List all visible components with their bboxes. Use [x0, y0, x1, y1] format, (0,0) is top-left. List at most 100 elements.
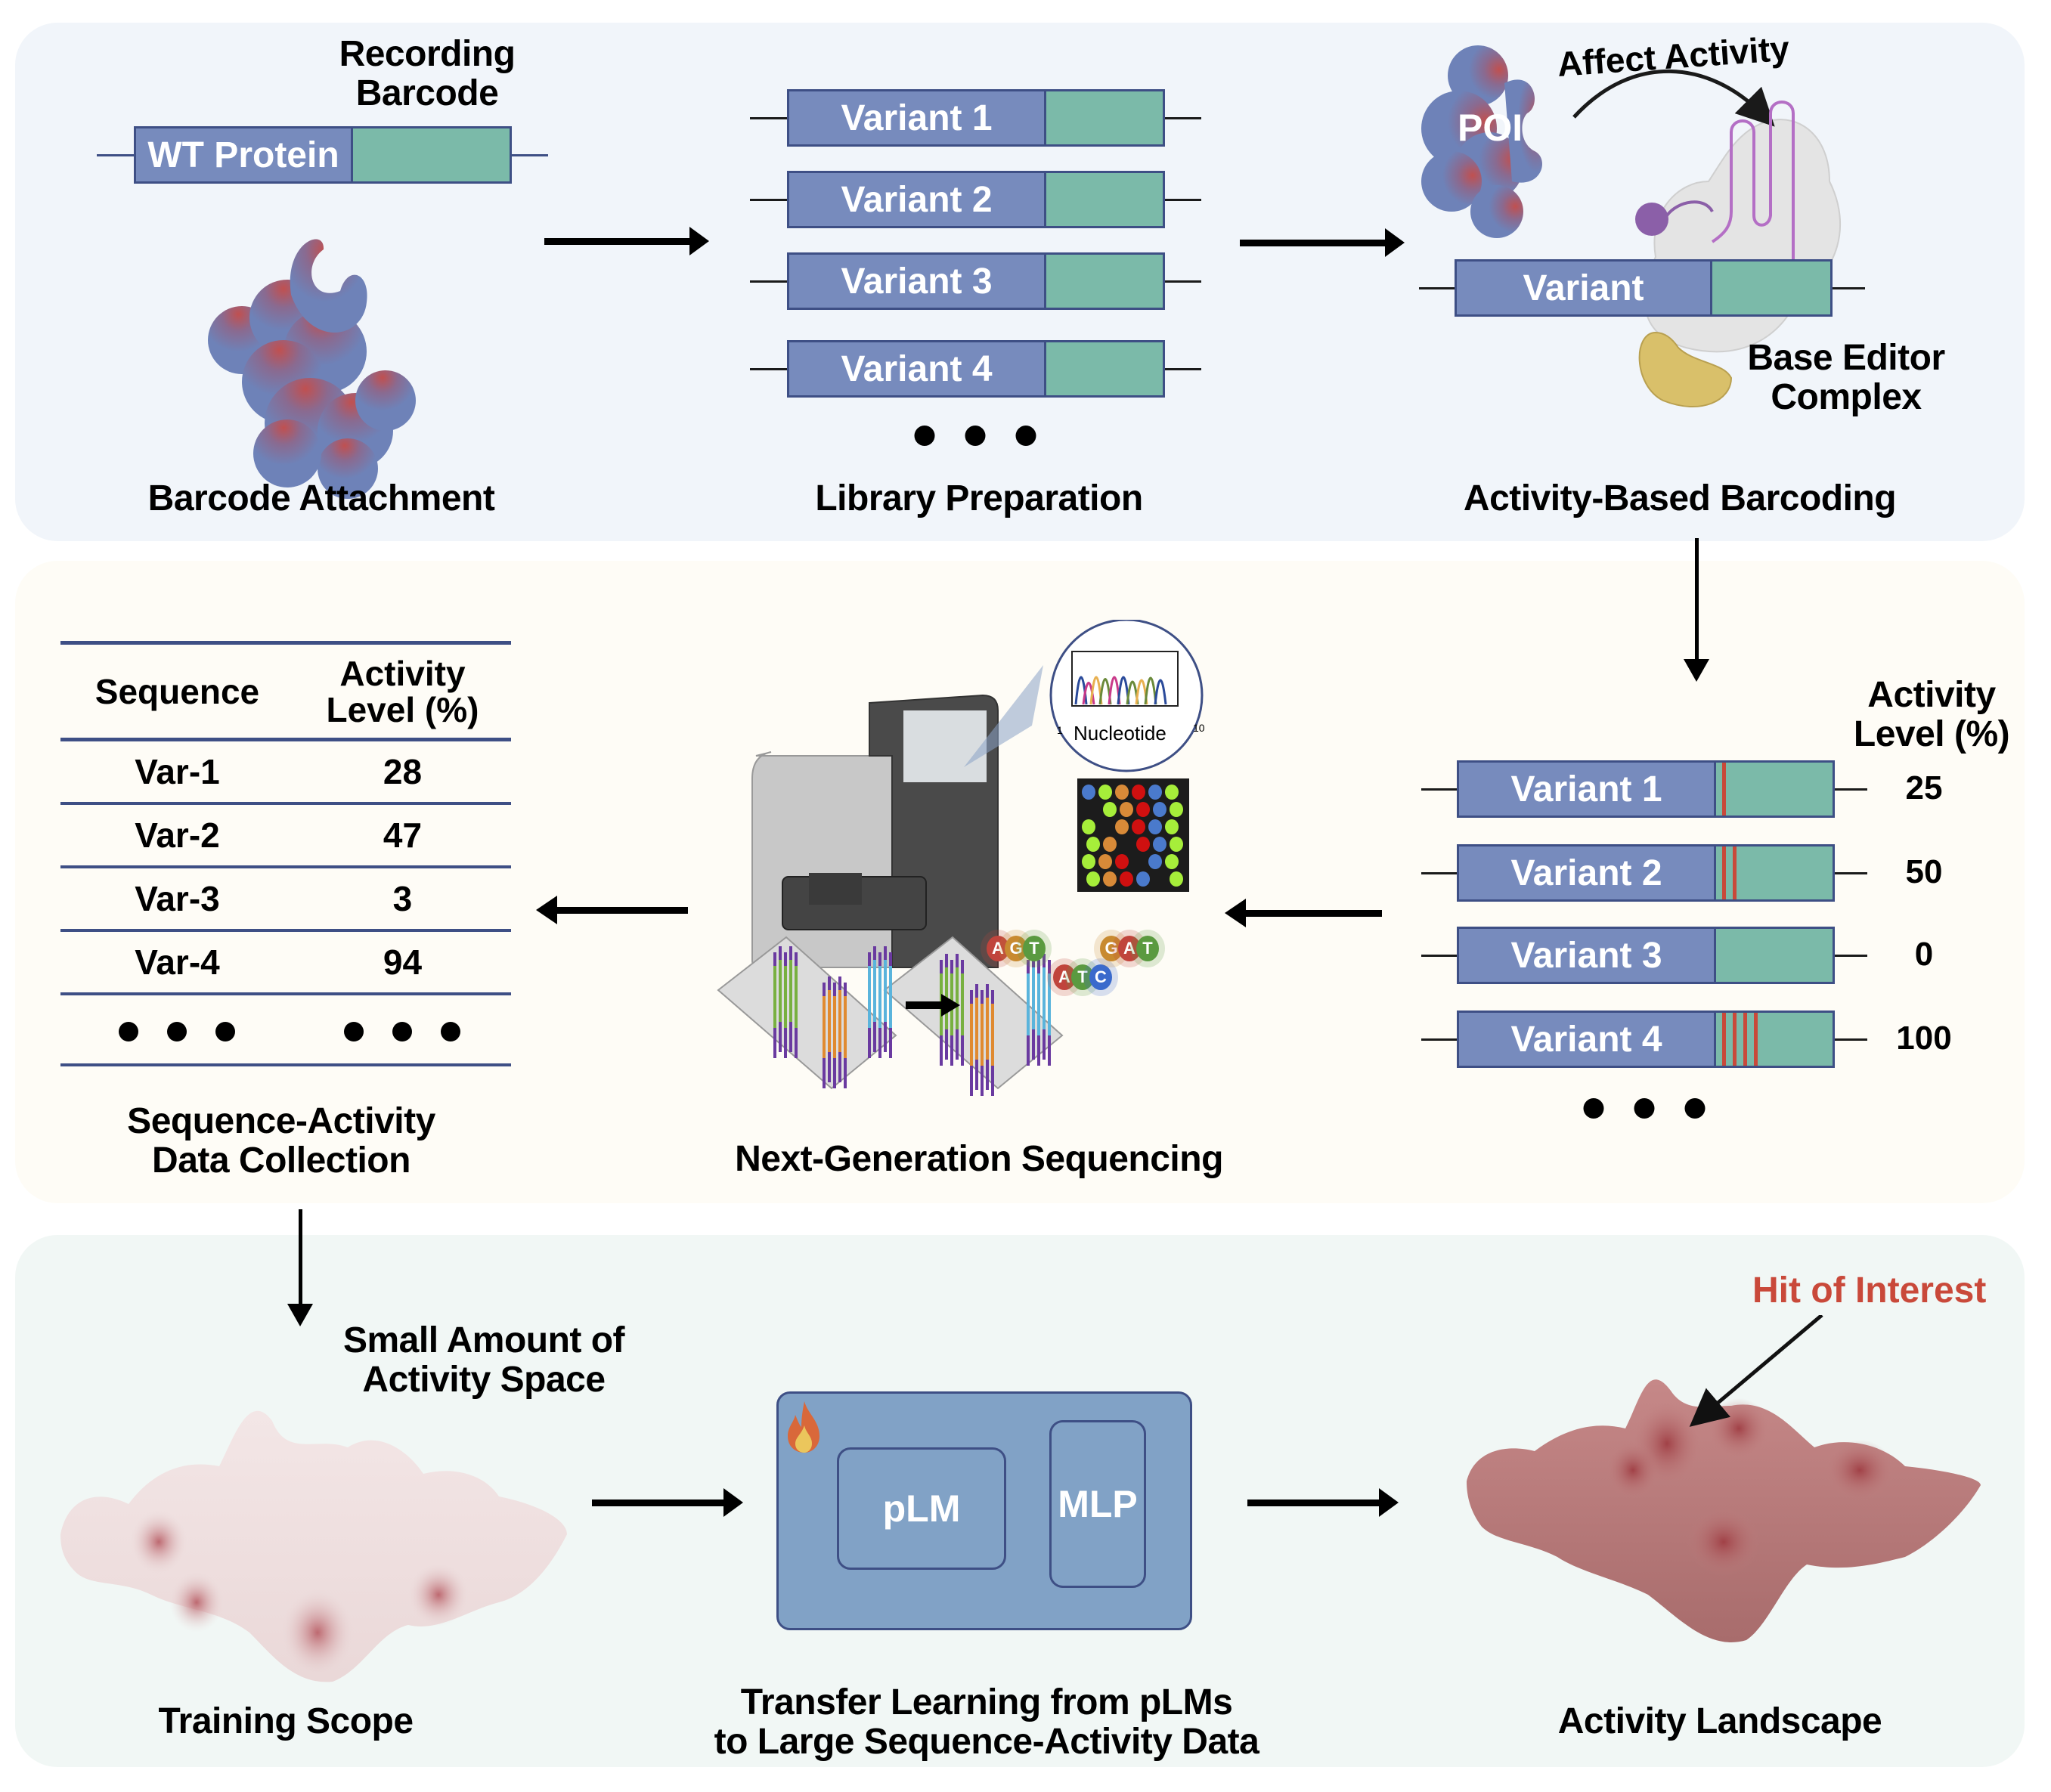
cluster-spot — [1115, 785, 1129, 800]
data-hotspot — [130, 1510, 187, 1574]
dna-flank-left — [1421, 788, 1459, 791]
cas-protein-icon — [1638, 331, 1733, 407]
ngs-illustration — [717, 620, 1204, 1096]
dna-flank-left — [97, 154, 136, 156]
small-activity-space-annotation: Small Amount of Activity Space — [342, 1320, 625, 1400]
stage-title-transfer-learning: Transfer Learning from pLMs to Large Seq… — [714, 1683, 1259, 1762]
barcode-mutation-mark — [1743, 1013, 1747, 1066]
chromatogram-tick-start: 1 — [1057, 724, 1063, 736]
cluster-spot — [1103, 871, 1117, 887]
activity-cell: 94 — [383, 942, 423, 982]
ellipsis-icon — [914, 426, 1036, 446]
dna-flank-right — [1829, 955, 1867, 957]
dna-flank-right — [1162, 368, 1201, 370]
table-row: Var-4 94 — [60, 930, 511, 994]
cluster-spot — [1086, 837, 1100, 852]
base-call-badge: T — [1023, 936, 1046, 961]
variant-label: Variant 2 — [1459, 846, 1716, 899]
column-header-sequence: Sequence — [94, 671, 260, 711]
affect-activity-arrow — [1572, 69, 1775, 127]
ellipsis-icon — [294, 994, 511, 1065]
barcode-mutation-mark — [1733, 1013, 1737, 1066]
barcode-mutation-mark — [1722, 763, 1726, 816]
landscape-peak — [1606, 1441, 1659, 1499]
variant-label: Variant — [1457, 262, 1712, 314]
construct-body: Variant 3 — [1457, 927, 1835, 984]
wt-protein-icon — [208, 239, 416, 499]
stage-title-ngs: Next-Generation Sequencing — [735, 1139, 1223, 1179]
barcode-segment — [1716, 763, 1833, 816]
stage-title-barcode-attachment: Barcode Attachment — [147, 478, 495, 518]
barcoded-variant-3: Variant 3 — [1421, 927, 1867, 984]
barcode-segment — [1716, 929, 1833, 982]
chromatogram-tick-end: 10 — [1193, 722, 1205, 734]
variant-construct-editing: Variant — [1419, 259, 1865, 317]
dna-flank-left — [750, 117, 789, 119]
cluster-spot — [1086, 871, 1100, 887]
cluster-spot — [1082, 819, 1095, 834]
construct-body: Variant 4 — [787, 340, 1165, 398]
variant-label: Variant 3 — [1459, 929, 1716, 982]
table-header-row: Sequence Activity Level (%) — [60, 642, 511, 740]
dna-flank-left — [750, 280, 789, 283]
cluster-spot — [1148, 785, 1162, 800]
cluster-spot — [1120, 802, 1133, 817]
sequence-cell: Var-1 — [135, 751, 220, 791]
stage-title-line1: Sequence-Activity — [127, 1101, 435, 1141]
cluster-spot — [1136, 837, 1150, 852]
dna-flank-right — [1829, 788, 1867, 791]
barcode-segment — [1716, 846, 1833, 899]
barcode-segment — [1046, 255, 1163, 308]
column-header-activity: Activity Level (%) — [294, 643, 511, 740]
data-hotspot — [281, 1589, 354, 1676]
barcode-segment — [1046, 91, 1163, 144]
ellipsis-icon — [1583, 1098, 1706, 1119]
sequencer-icon — [751, 694, 999, 968]
dna-flank-left — [1421, 872, 1459, 874]
dna-flank-left — [1421, 955, 1459, 957]
variant-label: Variant 1 — [1459, 763, 1716, 816]
arrow-stage8-to-stage9 — [1247, 1488, 1399, 1517]
dna-flank-left — [1419, 287, 1457, 289]
activity-value: 0 — [1914, 936, 1934, 973]
cluster-spot — [1148, 854, 1162, 869]
table-row: Var-1 28 — [60, 740, 511, 803]
barcode-segment — [1046, 342, 1163, 395]
sequence-cell: Var-4 — [135, 942, 220, 982]
arrow-stage5-to-stage6 — [536, 896, 688, 924]
poi-protein-icon — [1421, 45, 1542, 238]
ellipsis-icon — [60, 994, 294, 1065]
annotation-line1: Small Amount of — [342, 1320, 625, 1360]
activity-landscape — [1467, 1315, 1981, 1642]
barcode-segment — [1712, 262, 1830, 314]
library-variant-2: Variant 2 — [750, 171, 1201, 228]
chromatogram-xlabel: Nucleotide — [1074, 722, 1166, 744]
variant-label: Variant 2 — [789, 173, 1046, 226]
deaminase-icon — [1635, 203, 1668, 236]
cluster-spot — [1170, 871, 1183, 887]
arrow-stage3-to-stage4 — [1684, 538, 1709, 682]
construct-body: WT Protein — [134, 126, 512, 184]
base-call-badge: C — [1089, 964, 1112, 990]
cluster-spot — [1082, 854, 1095, 869]
barcode-mutation-mark — [1754, 1013, 1758, 1066]
variant-label: Variant 4 — [789, 342, 1046, 395]
construct-body: Variant 3 — [787, 252, 1165, 310]
arrow-stage1-to-stage2 — [544, 227, 709, 255]
cluster-spot — [1165, 819, 1179, 834]
activity-level-header: Activity Level (%) — [1854, 676, 2010, 754]
barcode-segment — [1046, 173, 1163, 226]
data-hotspot — [408, 1563, 469, 1626]
annotation-line2: Activity Space — [362, 1360, 606, 1400]
poi-label: POI — [1458, 107, 1523, 149]
wt-protein-construct: WT Protein — [97, 126, 548, 184]
barcoded-variant-2: Variant 2 — [1421, 844, 1867, 902]
editor-complex-shape — [1644, 119, 1841, 353]
arrow-stage7-to-stage8 — [592, 1488, 743, 1517]
dna-flank-right — [1162, 199, 1201, 201]
transfer-learning-model: pLM MLP — [776, 1391, 1192, 1630]
construct-body: Variant 4 — [1457, 1011, 1835, 1068]
stage-title-line1: Transfer Learning from pLMs — [740, 1682, 1233, 1722]
barcoded-variant-4: Variant 4 — [1421, 1011, 1867, 1068]
